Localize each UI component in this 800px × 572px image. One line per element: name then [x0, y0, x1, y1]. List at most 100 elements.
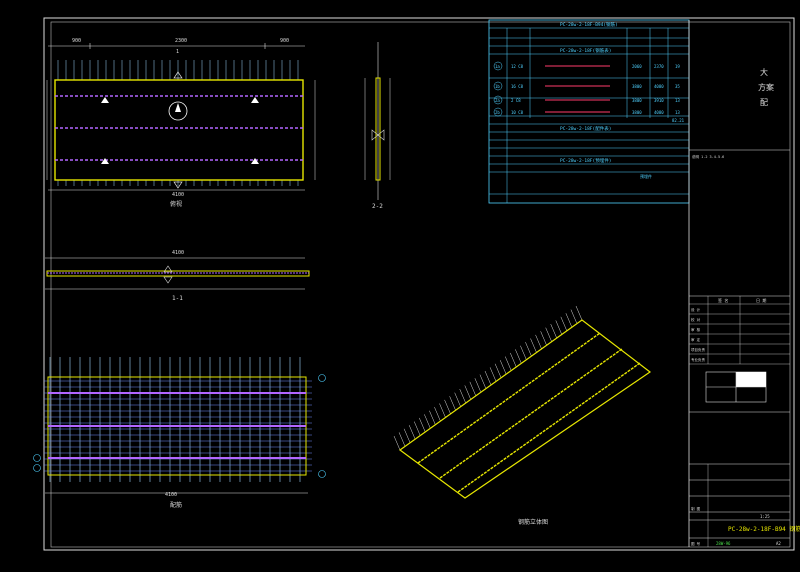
iso-tick [439, 403, 446, 418]
iso-tick [504, 356, 512, 371]
svg-text:审 核: 审 核 [691, 327, 701, 332]
svg-text:制 图: 制 图 [691, 506, 701, 511]
iso-tick [510, 352, 517, 368]
svg-text:4080: 4080 [654, 84, 664, 89]
plan-slab-outline [54, 79, 304, 181]
iso-tick [403, 428, 411, 443]
iso-tick [454, 392, 461, 407]
iso-tick [575, 305, 583, 321]
marker-icon [318, 374, 326, 382]
iso-tick [555, 320, 563, 335]
tb-char2: 方案 [758, 82, 774, 92]
iso-tick [419, 417, 426, 433]
iso-tick [464, 385, 472, 400]
svg-text:签 名: 签 名 [718, 297, 728, 303]
svg-text:35: 35 [675, 84, 680, 89]
plan-title: 俯视 [170, 200, 182, 208]
side-title: 2-2 [372, 203, 383, 210]
title-block: 大 方案 配 说明 1.2 3.4.5.6 签 名 日 期 设 计 校 对 审 … [688, 20, 800, 547]
svg-text:3800: 3800 [632, 98, 642, 103]
dim-rebar: 4100 [165, 492, 177, 498]
tb-note: 说明 1.2 3.4.5.6 [692, 154, 724, 159]
svg-text:3800: 3800 [632, 110, 642, 115]
iso-tick [474, 378, 482, 393]
elevation-1-1: 4100 1-1 [45, 250, 310, 302]
marker-icon [318, 470, 326, 478]
table-remark: 预埋件 [640, 173, 652, 179]
svg-text:设 计: 设 计 [691, 307, 701, 312]
iso-tick [515, 349, 522, 364]
svg-text:2 C8: 2 C8 [511, 98, 521, 103]
iso-tick [535, 334, 542, 349]
section-mark-top: 1 [176, 49, 179, 55]
svg-text:13: 13 [675, 110, 680, 115]
rebar-plan: 4100 配筋 [33, 357, 326, 509]
inner-border [50, 21, 791, 548]
iso-tick [408, 425, 416, 440]
svg-text:12 C8: 12 C8 [511, 64, 524, 69]
elev-title: 1-1 [172, 295, 183, 302]
iso-tick [459, 388, 466, 404]
dim-top-1: 900 [72, 38, 81, 44]
svg-text:2b: 2b [495, 110, 500, 115]
table-sub2: PC-28w-2-18F(配件表) [560, 125, 611, 132]
rebar-table: PC-28w-2-18F-B94(钢筋) PC-28w-2-18F(钢筋表) P… [488, 19, 690, 204]
svg-text:10 C8: 10 C8 [511, 110, 524, 115]
sheet-border [43, 17, 795, 551]
iso-tick [530, 338, 537, 353]
svg-text:校 对: 校 对 [691, 317, 701, 322]
iso-tick [434, 407, 441, 422]
iso-tick [424, 414, 431, 429]
iso-tick [520, 345, 527, 360]
iso-tick [489, 367, 497, 382]
table-sub1: PC-28w-2-18F(钢筋表) [560, 47, 611, 54]
svg-text:审 定: 审 定 [691, 337, 701, 342]
marker-icon [33, 464, 41, 472]
iso-tick [393, 435, 401, 451]
page-no: A2 [776, 541, 781, 546]
section-2-2: 2-2 [364, 42, 391, 210]
plan-rebar-ticks [57, 60, 299, 186]
svg-text:2a: 2a [495, 98, 500, 103]
iso-tick [484, 370, 492, 386]
iso-tick [444, 399, 451, 414]
tb-char1: 大 [760, 67, 768, 77]
svg-text:19: 19 [675, 64, 680, 69]
north-arrow-icon [168, 101, 188, 121]
iso-tick [565, 313, 573, 328]
svg-text:专业负责: 专业负责 [691, 357, 705, 362]
table-header: PC-28w-2-18F-B94(钢筋) [560, 21, 618, 28]
plan-view: 900 2300 900 1 4100 俯视 [46, 38, 316, 208]
svg-text:日 期: 日 期 [756, 297, 766, 303]
svg-text:2370: 2370 [654, 64, 664, 69]
iso-tick [449, 396, 456, 411]
tb-sheet-no: 28W-96 [716, 541, 731, 546]
iso-tick [570, 309, 578, 324]
iso-tick [525, 342, 532, 357]
iso-tick [479, 374, 487, 389]
iso-tick [560, 316, 568, 331]
svg-text:3910: 3910 [654, 98, 664, 103]
iso-tick [499, 360, 507, 375]
table-total: 82.21 [672, 118, 685, 123]
tb-char3: 配 [760, 98, 768, 107]
iso-tick [398, 432, 406, 447]
dim-elev: 4100 [172, 250, 184, 256]
svg-text:项目负责: 项目负责 [691, 347, 705, 352]
iso-tick [550, 323, 557, 339]
svg-text:图 号: 图 号 [691, 541, 701, 546]
table-sub3: PC-28w-2-18F(预埋件) [560, 157, 611, 164]
tb-drawing-no: PC-28w-2-18F-B94 钢筋 [728, 525, 800, 533]
svg-text:3800: 3800 [632, 84, 642, 89]
iso-tick [545, 327, 552, 342]
dim-top-2: 2300 [175, 38, 187, 44]
dim-plan-width: 4100 [172, 192, 184, 198]
iso-tick [540, 331, 547, 346]
iso-title: 钢筋立体图 [518, 518, 548, 526]
rebar-title: 配筋 [170, 501, 182, 509]
svg-text:16 C8: 16 C8 [511, 84, 524, 89]
dim-top-3: 900 [280, 38, 289, 44]
svg-text:13: 13 [675, 98, 680, 103]
svg-text:1b: 1b [495, 84, 500, 89]
